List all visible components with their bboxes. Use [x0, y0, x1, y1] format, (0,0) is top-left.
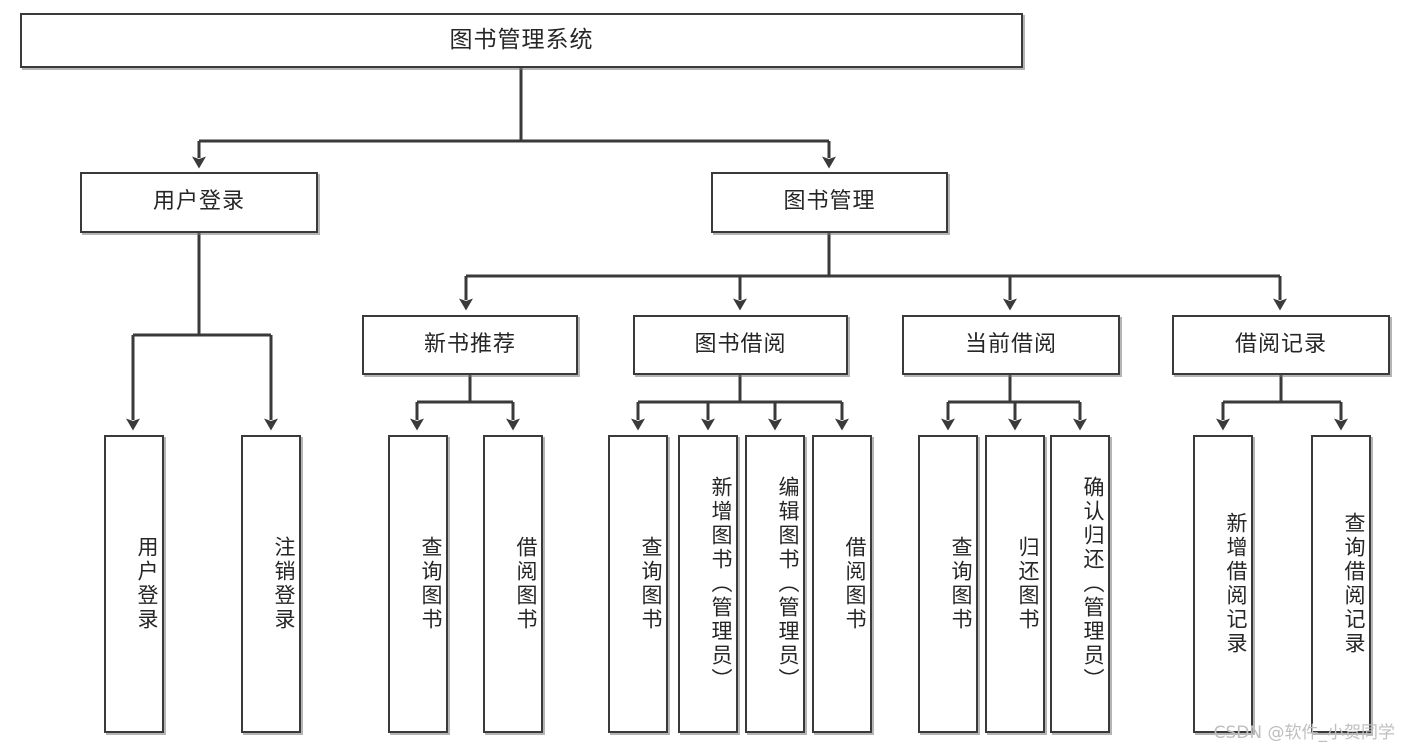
leaf-user-logout[interactable]: 注销登录 — [241, 435, 301, 733]
node-new-book-recommend[interactable]: 新书推荐 — [362, 315, 578, 375]
node-label: 查询借阅记录 — [1342, 512, 1366, 656]
leaf-borrow-edit-book-admin[interactable]: 编辑图书（管理员） — [745, 435, 805, 733]
leaf-borrow-query-book[interactable]: 查询图书 — [608, 435, 668, 733]
node-label: 新书推荐 — [423, 331, 516, 357]
node-label: 新增借阅记录 — [1224, 512, 1248, 656]
node-label: 图书管理系统 — [449, 26, 594, 53]
node-label: 查询图书 — [639, 536, 663, 632]
leaf-record-add[interactable]: 新增借阅记录 — [1193, 435, 1253, 733]
node-label: 编辑图书（管理员） — [776, 476, 800, 692]
node-label: 图书管理 — [783, 189, 876, 215]
node-label: 查询图书 — [949, 536, 973, 632]
node-label: 查询图书 — [419, 536, 443, 632]
leaf-newbook-borrow-book[interactable]: 借阅图书 — [483, 435, 543, 733]
node-book-management[interactable]: 图书管理 — [711, 172, 948, 233]
leaf-record-query[interactable]: 查询借阅记录 — [1311, 435, 1371, 733]
watermark: CSDN @软件_小贺同学 — [1213, 723, 1395, 743]
node-label: 用户登录 — [152, 189, 245, 215]
leaf-borrow-borrow-book[interactable]: 借阅图书 — [812, 435, 872, 733]
node-label: 借阅图书 — [843, 536, 867, 632]
node-label: 归还图书 — [1016, 536, 1040, 632]
node-book-borrow[interactable]: 图书借阅 — [633, 315, 848, 375]
node-label: 借阅图书 — [514, 536, 538, 632]
leaf-current-confirm-return-admin[interactable]: 确认归还（管理员） — [1050, 435, 1110, 733]
node-label: 新增图书（管理员） — [709, 476, 733, 692]
node-label: 借阅记录 — [1234, 331, 1327, 357]
leaf-current-query-book[interactable]: 查询图书 — [918, 435, 978, 733]
leaf-newbook-query-book[interactable]: 查询图书 — [388, 435, 448, 733]
node-label: 用户登录 — [135, 536, 159, 632]
node-borrow-records[interactable]: 借阅记录 — [1172, 315, 1390, 375]
node-current-borrow[interactable]: 当前借阅 — [902, 315, 1120, 375]
leaf-borrow-add-book-admin[interactable]: 新增图书（管理员） — [678, 435, 738, 733]
node-label: 确认归还（管理员） — [1081, 476, 1105, 692]
node-label: 图书借阅 — [694, 331, 787, 357]
leaf-user-login[interactable]: 用户登录 — [104, 435, 164, 733]
node-root-system[interactable]: 图书管理系统 — [20, 13, 1023, 68]
leaf-current-return-book[interactable]: 归还图书 — [985, 435, 1045, 733]
node-label: 当前借阅 — [964, 331, 1057, 357]
node-label: 注销登录 — [272, 536, 296, 632]
node-user-login[interactable]: 用户登录 — [80, 172, 318, 233]
